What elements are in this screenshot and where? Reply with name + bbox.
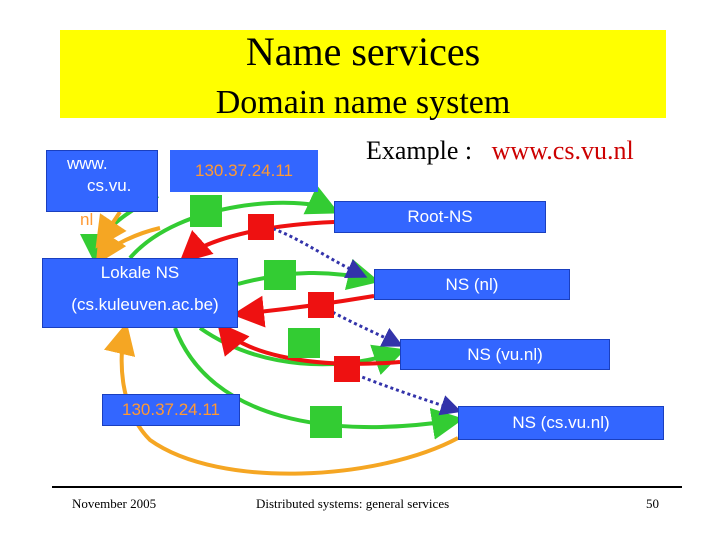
- local-ns-domain: (cs.kuleuven.ac.be): [71, 295, 219, 314]
- request-arrow-local-to-nscs: [173, 327, 464, 440]
- slide-subtitle: Domain name system: [215, 84, 511, 121]
- query-url-box: www. cs.vu.: [46, 150, 158, 212]
- answer-arrow-nscs: [103, 322, 459, 476]
- answer-ip-top: 130.37.24.11: [195, 161, 293, 180]
- referral-arrow-nsvu: [216, 321, 401, 366]
- root-ns-label: Root-NS: [407, 207, 473, 226]
- answer-ip-top-box: 130.37.24.11: [170, 150, 318, 192]
- referral-marker-2: [308, 292, 334, 318]
- request-marker-2: [264, 260, 296, 290]
- footer-course: Distributed systems: general services: [256, 496, 450, 511]
- example-label: Example :: [366, 136, 473, 165]
- ns-cs-vu-nl-label: NS (cs.vu.nl): [512, 413, 610, 432]
- referral-arrow-root: [179, 220, 335, 264]
- request-marker-3: [288, 328, 320, 358]
- footer-divider: [52, 486, 682, 488]
- title-banner: [60, 30, 666, 118]
- query-url-line3: nl: [80, 210, 94, 229]
- referral-marker-1: [248, 214, 274, 240]
- ns-cs-vu-nl-box: NS (cs.vu.nl): [458, 406, 664, 440]
- root-ns-box: Root-NS: [334, 201, 546, 233]
- query-url-line1: www.: [67, 154, 108, 173]
- ns-nl-box: NS (nl): [374, 269, 570, 300]
- local-ns-box: Lokale NS (cs.kuleuven.ac.be): [42, 258, 238, 328]
- slide-title: Name services: [245, 29, 481, 74]
- example-url: www.cs.vu.nl: [491, 136, 634, 165]
- request-marker-1: [190, 195, 222, 227]
- query-url-line2: cs.vu.: [87, 176, 132, 195]
- dotted-arrow-nsnl: [311, 298, 404, 347]
- ns-vu-nl-label: NS (vu.nl): [467, 344, 543, 364]
- footer-date: November 2005: [72, 496, 157, 511]
- request-marker-4: [310, 406, 342, 438]
- local-ns-label: Lokale NS: [100, 263, 180, 282]
- answer-ip-bottom: 130.37.24.11: [122, 400, 220, 419]
- request-arrow-local-to-nsnl: [237, 258, 380, 291]
- footer-page-number: 50: [646, 496, 659, 511]
- example-text: Example : www.cs.vu.nl: [366, 136, 634, 166]
- request-arrow-local-to-root: [128, 185, 340, 260]
- referral-marker-3: [334, 356, 360, 382]
- ns-nl-label: NS (nl): [445, 274, 499, 294]
- ns-vu-nl-box: NS (vu.nl): [400, 339, 610, 370]
- referral-arrow-nsnl: [232, 294, 375, 328]
- answer-ip-bottom-box: 130.37.24.11: [102, 394, 240, 426]
- answer-arrow-top-ip: [95, 210, 127, 249]
